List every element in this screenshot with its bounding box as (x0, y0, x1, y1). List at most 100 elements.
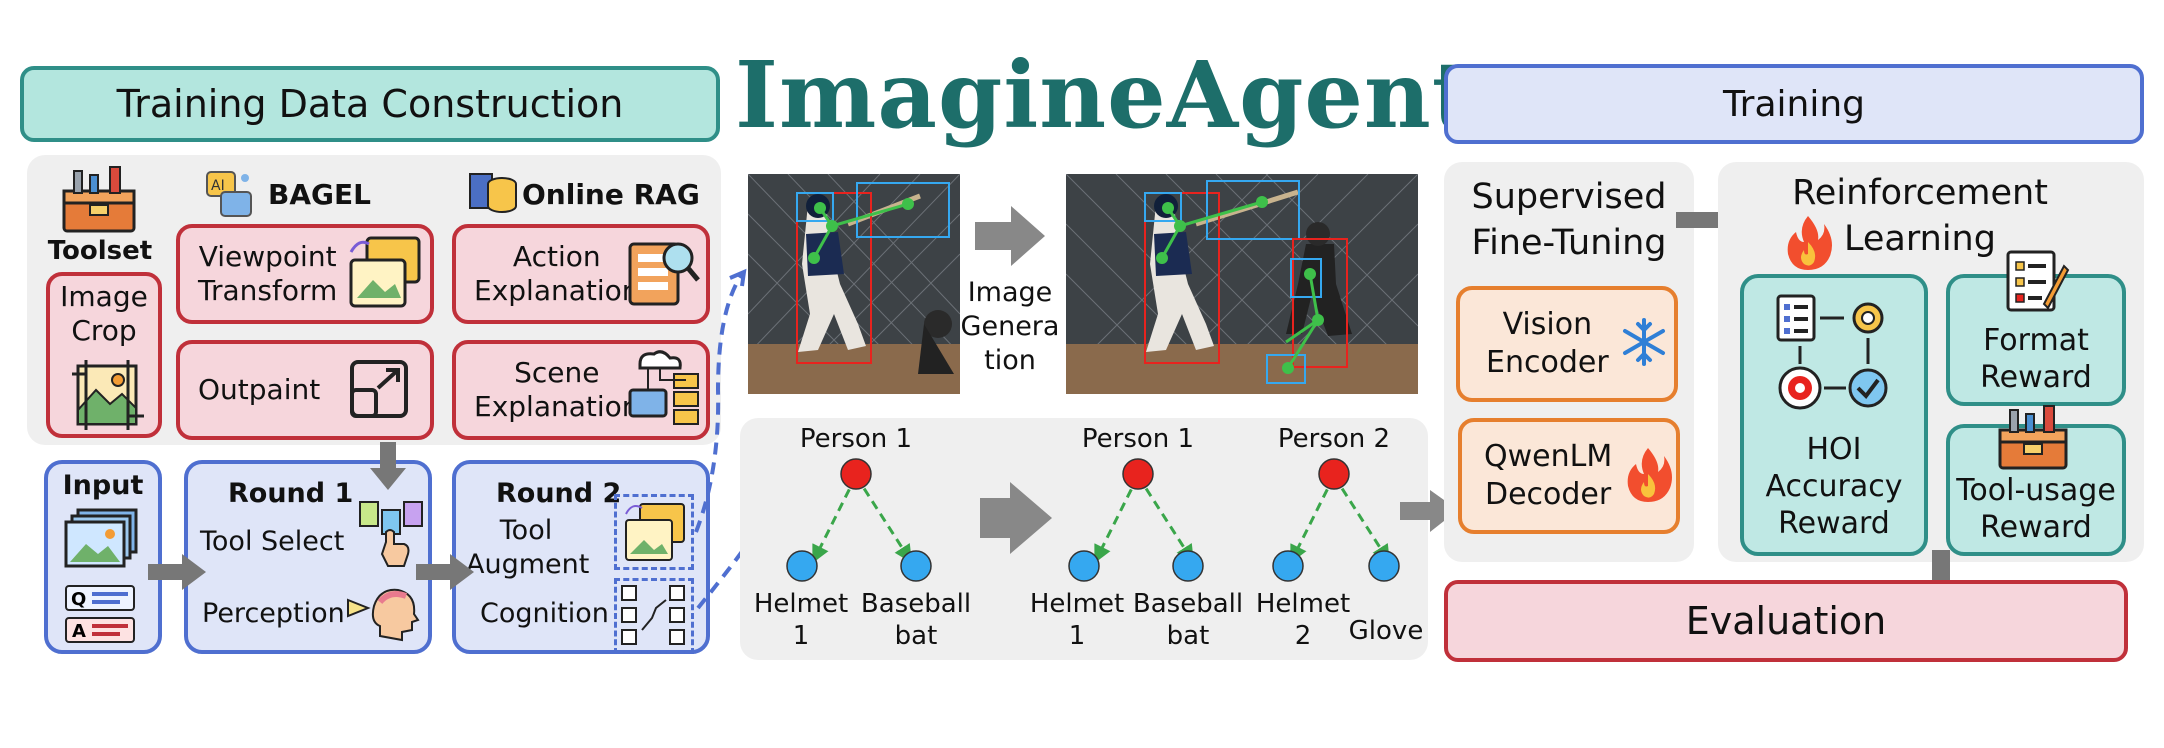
format-reward-box[interactable]: Format Reward (1946, 274, 2126, 406)
scene-explanation-label: Scene Explanation (474, 356, 640, 423)
format-doc-icon (2006, 250, 2070, 312)
fire-icon (1627, 448, 1672, 502)
outpaint-expand-icon (350, 360, 408, 418)
cognition-label: Cognition (480, 598, 609, 629)
outpaint-label: Outpaint (198, 373, 321, 406)
toolbox-icon-2 (1998, 405, 2068, 470)
svg-text:A: A (72, 621, 86, 642)
dashed-arrow-to-image (694, 268, 747, 533)
toolbox-icon (62, 166, 136, 233)
perception-label: Perception (202, 598, 345, 629)
label-glove: Glove (1348, 616, 1424, 646)
scene-network-icon (628, 350, 699, 425)
label-helmet-2: Helmet 2 (1255, 589, 1351, 651)
action-book-icon (628, 242, 700, 306)
cognition-grid-icon (621, 585, 685, 645)
action-explanation-label: Action Explanation (474, 240, 640, 307)
node-helmet-1 (786, 550, 818, 582)
bbox-helmet1-blue (1144, 192, 1182, 222)
bbox-helmet-blue (796, 192, 834, 222)
hoi-graphs (786, 458, 1400, 582)
training-data-construction-header: Training Data Construction (20, 66, 720, 142)
arrow-input-to-round1 (148, 554, 206, 590)
node-person-2 (1318, 458, 1350, 490)
qa-card-icon: Q A (65, 585, 135, 643)
tool-select-hand-icon (359, 501, 423, 567)
image-crop-label: Image Crop (60, 280, 148, 347)
round-1-label: Round 1 (228, 478, 354, 509)
action-explanation-box[interactable]: Action Explanation (452, 224, 710, 324)
bbox-person-red (796, 192, 872, 364)
node-baseball-bat (900, 550, 932, 582)
node-person-1-r (1122, 458, 1154, 490)
tool-select-label: Tool Select (200, 526, 345, 557)
evaluation-label: Evaluation (1685, 599, 1887, 643)
baseball-photo-original (748, 174, 960, 394)
tool-augment-icon (625, 503, 685, 561)
training-header: Training (1444, 64, 2144, 144)
tool-usage-reward-label: Tool-usage Reward (1956, 473, 2116, 545)
toolset-label: Toolset (47, 236, 153, 266)
bbox-bat-blue-2 (1206, 180, 1300, 240)
svg-text:Q: Q (71, 589, 86, 610)
bagel-logo-icon: AI (206, 171, 252, 217)
image-generation-arrow (975, 206, 1045, 266)
tool-usage-reward-box[interactable]: Tool-usage Reward (1946, 424, 2126, 556)
viewpoint-icon (349, 236, 421, 308)
qwenlm-decoder-box[interactable]: QwenLM Decoder (1458, 418, 1680, 534)
node-helmet-1-r (1068, 550, 1100, 582)
hoi-accuracy-reward-box[interactable]: HOI Accuracy Reward (1740, 274, 1928, 556)
tool-augment-dashed-box (614, 494, 694, 570)
round-2-label: Round 2 (496, 478, 622, 509)
fire-icon-rl (1787, 216, 1832, 270)
checklist-cycle-icon (1776, 294, 1888, 410)
database-icon (469, 173, 517, 213)
node-person-1 (840, 458, 872, 490)
baseball-photo-generated (1066, 174, 1418, 394)
bbox-person1-red (1144, 192, 1220, 364)
bagel-label: BAGEL (268, 178, 371, 211)
node-helmet-2 (1272, 550, 1304, 582)
rl-label: Reinforcement Learning (1792, 173, 2048, 259)
round-2-box[interactable]: Round 2 Tool Augment Cognition (452, 460, 710, 654)
hoi-accuracy-reward-label: HOI Accuracy Reward (1765, 432, 1903, 541)
input-images-icon (64, 508, 138, 568)
online-rag-label: Online RAG (522, 178, 700, 211)
label-person-1-r: Person 1 (1081, 424, 1195, 454)
node-baseball-bat-r (1172, 550, 1204, 582)
pose-lines-2 (1156, 196, 1324, 374)
image-crop-box[interactable]: Image Crop (46, 272, 162, 438)
viewpoint-transform-label: Viewpoint Transform (198, 240, 338, 307)
arrow-round1-to-round2 (416, 554, 474, 590)
bbox-person2-red (1292, 238, 1348, 368)
image-generation-label: Image Genera tion (960, 277, 1060, 376)
bbox-glove-blue (1266, 354, 1306, 384)
label-person-1: Person 1 (799, 424, 913, 454)
format-reward-label: Format Reward (1980, 323, 2092, 395)
label-helmet-1-r: Helmet 1 (1029, 589, 1125, 651)
tool-augment-label: Tool Augment (466, 515, 590, 580)
arrow-graph-to-sft (1400, 490, 1458, 532)
evaluation-box[interactable]: Evaluation (1444, 580, 2128, 662)
image-crop-icon (72, 360, 144, 430)
vision-encoder-box[interactable]: Vision Encoder (1456, 286, 1678, 402)
label-baseball-bat: Baseball bat (860, 589, 972, 651)
bbox-helmet2-blue (1290, 258, 1322, 298)
cognition-dashed-box (614, 578, 694, 654)
input-label: Input (62, 470, 144, 501)
node-glove (1368, 550, 1400, 582)
label-baseball-bat-r: Baseball bat (1132, 589, 1244, 651)
outpaint-box[interactable]: Outpaint (176, 340, 434, 440)
page-title: ImagineAgent (735, 41, 1476, 149)
svg-text:AI: AI (211, 178, 225, 194)
qwenlm-decoder-label: QwenLM Decoder (1484, 439, 1613, 512)
perception-head-icon (347, 588, 420, 642)
snowflake-icon (1623, 318, 1665, 366)
scene-explanation-box[interactable]: Scene Explanation (452, 340, 710, 440)
pose-lines-1 (808, 198, 914, 264)
sft-label: Supervised Fine-Tuning (1471, 177, 1667, 263)
vision-encoder-label: Vision Encoder (1486, 307, 1609, 380)
arrow-toolset-to-round1 (370, 442, 406, 490)
bbox-bat-blue (856, 182, 950, 238)
label-helmet-1: Helmet 1 (753, 589, 849, 651)
